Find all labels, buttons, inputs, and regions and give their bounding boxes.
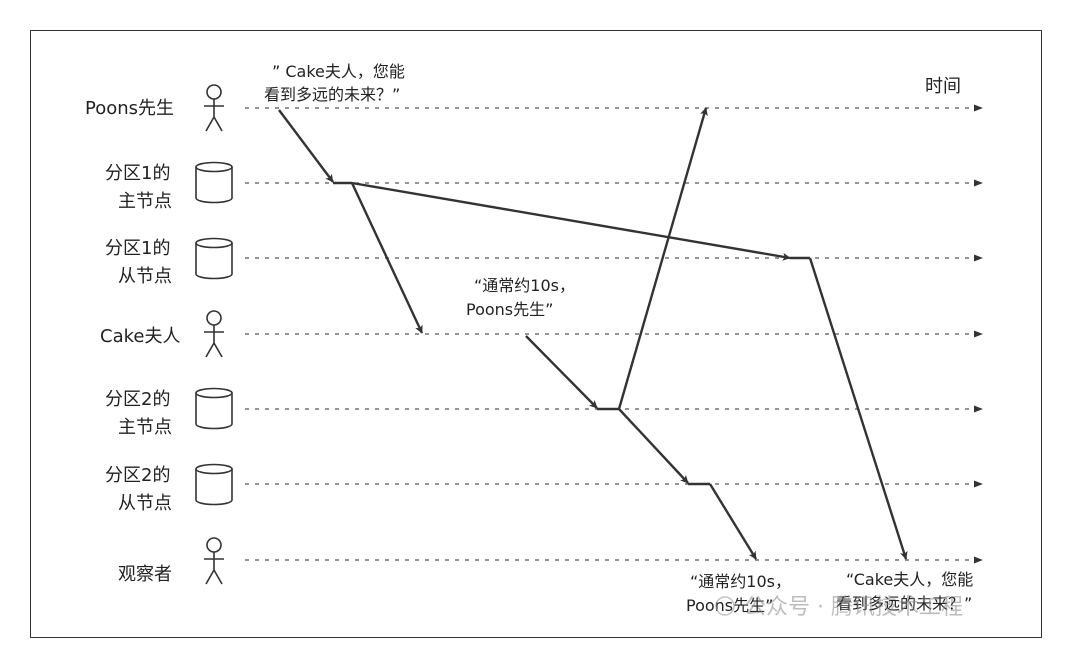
arrow-p2-leader-to-p2-follower (618, 408, 689, 484)
person-icon (204, 84, 224, 132)
lane-label-p1-leader-line2: 主节点 (118, 191, 172, 212)
lane-label-p2-follower-line1: 分区2的 (105, 465, 170, 486)
arrow-p2-leader-to-poons (617, 107, 708, 410)
database-icon (195, 387, 233, 430)
wechat-icon (715, 596, 735, 616)
lane-label-p1-follower-line2: 从节点 (118, 266, 172, 287)
database-icon (195, 161, 233, 204)
person-icon (204, 310, 224, 358)
quote-question-top-line1: ” Cake夫人，您能 (272, 62, 405, 81)
quote-question-bottom-line2: 看到多远的未来？” (836, 594, 972, 613)
person-icon (204, 537, 224, 585)
watermark-text: 公众号 · 腾讯技术工程 (744, 595, 963, 620)
arrow-poons-to-p1-leader (278, 109, 334, 183)
lane-label-p1-follower-line1: 分区1的 (105, 238, 170, 259)
lane-label-cake: Cake夫人 (100, 326, 180, 347)
lane-label-p2-leader-line2: 主节点 (118, 417, 172, 438)
quote-answer-bottom-line1: “通常约10s， (690, 572, 791, 591)
lane-label-p1-leader-line1: 分区1的 (105, 163, 170, 184)
quote-answer-mid-line1: “通常约10s， (474, 276, 575, 295)
arrow-p1-leader-to-p1-follower (351, 181, 791, 261)
watermark: 公众号 · 腾讯技术工程 (715, 595, 963, 620)
arrow-p2-follower-to-observer (708, 483, 758, 560)
arrow-p1-follower-to-observer (808, 257, 908, 560)
arrow-p1-leader-to-cake (350, 182, 424, 334)
arrow-cake-to-p2-leader (525, 335, 598, 409)
lane-label-p2-leader-line1: 分区2的 (105, 389, 170, 410)
quote-question-top-line2: 看到多远的未来？” (264, 85, 400, 104)
time-label: 时间 (925, 76, 961, 97)
lane-label-p2-follower-line2: 从节点 (118, 493, 172, 514)
database-icon (195, 463, 233, 506)
lane-label-observer: 观察者 (118, 564, 172, 585)
database-icon (195, 237, 233, 280)
quote-question-bottom-line1: “Cake夫人，您能 (846, 570, 973, 589)
quote-answer-bottom-line2: Poons先生” (686, 596, 773, 615)
quote-answer-mid-line2: Poons先生” (466, 300, 553, 319)
diagram-frame (30, 30, 1042, 638)
lane-label-poons: Poons先生 (85, 98, 174, 119)
